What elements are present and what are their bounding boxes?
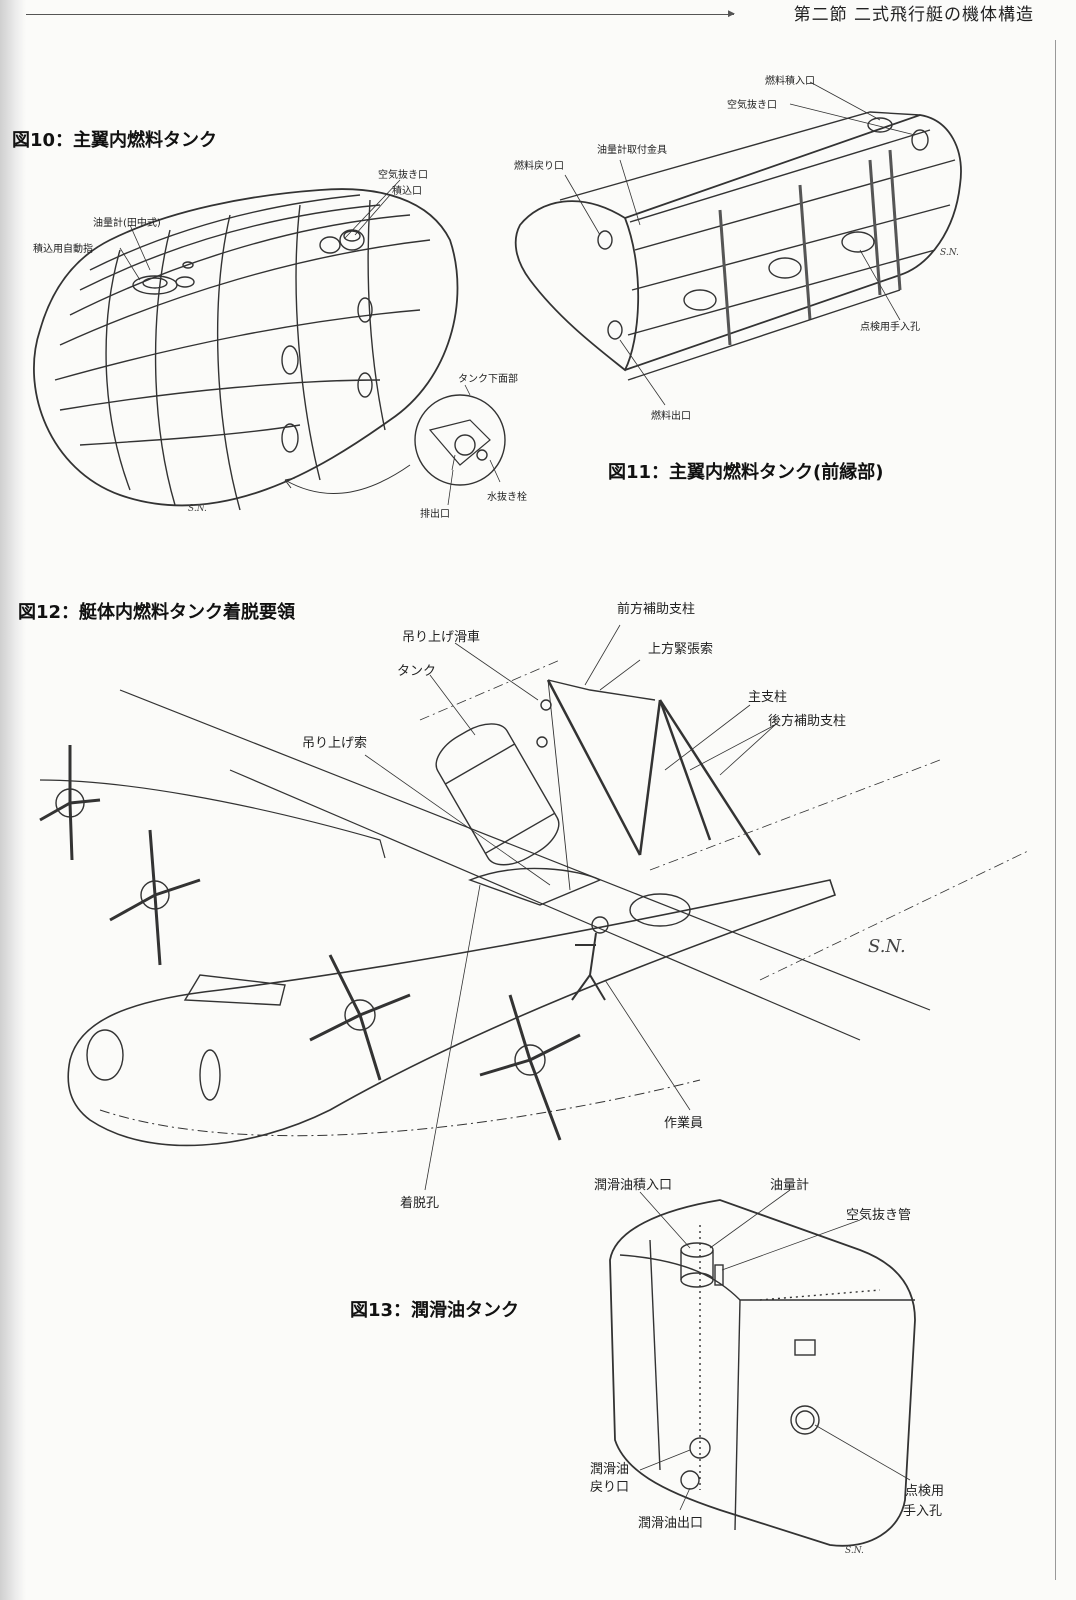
fig13-label-oil-gauge: 油量計 — [770, 1178, 810, 1193]
fig12-label-front-aux-strut: 前方補助支柱 — [617, 602, 696, 617]
fig13-oil-tank-drawing — [609, 1189, 916, 1547]
book-spine-shadow — [0, 0, 26, 1600]
fig11-label-inspection-hole: 点検用手入孔 — [860, 322, 920, 333]
fig12-label-upper-tension-cable: 上方緊張索 — [648, 642, 714, 657]
fig11-title: 図11：主翼内燃料タンク(前縁部) — [608, 462, 884, 483]
fig12-label-worker: 作業員 — [664, 1116, 704, 1131]
fig11-label-gauge-bracket: 油量計取付金具 — [597, 145, 667, 156]
fig11-label-fuel-filler: 燃料積入口 — [765, 76, 815, 87]
fig10-label-gauge: 油量計(田中式) — [93, 218, 161, 229]
fig11-label-fuel-outlet: 燃料出口 — [651, 411, 691, 422]
fig12-label-tank: タンク — [397, 664, 437, 679]
fig10-label-air-vent: 空気抜き口 — [378, 170, 428, 181]
fig10-signature: S.N. — [188, 504, 207, 514]
fig12-label-hoist-rope: 吊り上げ索 — [302, 736, 368, 751]
fig12-title: 図12：艇体内燃料タンク着脱要領 — [18, 602, 296, 623]
fig13-title: 図13：潤滑油タンク — [350, 1300, 520, 1321]
fig13-label-oil-return-line2: 戻り口 — [590, 1480, 630, 1495]
fig10-wing-tank-drawing — [33, 179, 506, 511]
fig13-signature: S.N. — [845, 1546, 864, 1556]
fig11-signature: S.N. — [940, 248, 959, 258]
fig10-label-filler: 積込口 — [392, 186, 422, 197]
fig13-label-oil-return-line1: 潤滑油 — [590, 1462, 630, 1477]
page-margin-rule — [1055, 40, 1056, 1580]
fig13-label-inspection-line1: 点検用 — [905, 1484, 945, 1499]
fig10-label-auto-indicator: 積込用自動指 — [33, 244, 93, 255]
fig12-label-rear-aux-strut: 後方補助支柱 — [768, 714, 847, 729]
fig10-title: 図10：主翼内燃料タンク — [12, 130, 218, 151]
fig13-label-inspection-line2: 手入孔 — [903, 1504, 943, 1519]
fig13-label-oil-filler: 潤滑油積入口 — [594, 1178, 673, 1193]
header-arrow-icon: ▶ — [728, 9, 735, 19]
fig12-label-access-hole: 着脱孔 — [400, 1196, 440, 1211]
fig13-label-oil-outlet: 潤滑油出口 — [638, 1516, 704, 1531]
fig12-flying-boat-drawing — [39, 624, 1031, 1191]
fig11-label-air-vent: 空気抜き口 — [727, 100, 777, 111]
fig13-label-air-vent-pipe: 空気抜き管 — [846, 1208, 912, 1223]
running-header: 第二節 二式飛行艇の機体構造 — [793, 5, 1034, 25]
fig11-leading-edge-tank-drawing — [514, 81, 962, 406]
fig12-label-hoist-pulley: 吊り上げ滑車 — [402, 630, 481, 645]
fig11-label-fuel-return: 燃料戻り口 — [514, 161, 564, 172]
fig10-label-outlet: 排出口 — [420, 509, 450, 520]
fig10-label-tank-bottom: タンク下面部 — [458, 374, 518, 385]
fig12-label-main-strut: 主支柱 — [748, 690, 788, 705]
fig12-signature: S.N. — [868, 936, 906, 957]
header-rule — [26, 14, 734, 15]
fig10-label-drain-plug: 水抜き栓 — [487, 492, 527, 503]
